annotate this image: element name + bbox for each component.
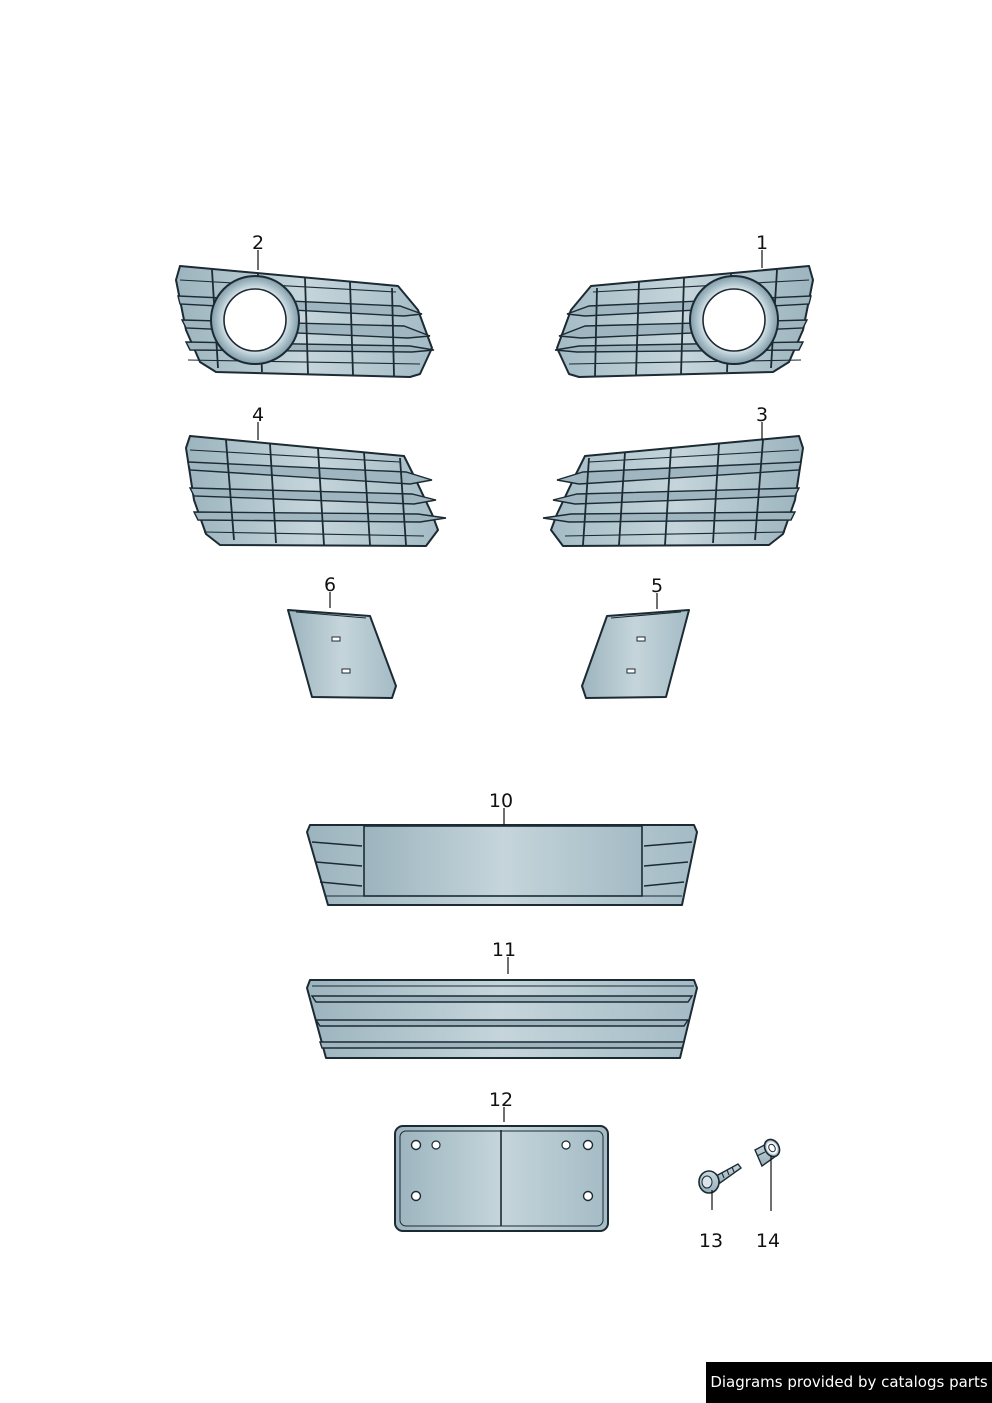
callout-4[interactable]: 4 (252, 404, 264, 426)
credit-banner: Diagrams provided by catalogs parts (706, 1362, 992, 1403)
callout-12[interactable]: 12 (489, 1089, 513, 1111)
part-5-right-cover (581, 609, 690, 699)
callout-1[interactable]: 1 (756, 232, 768, 254)
part-14-expanding-nut (754, 1138, 781, 1168)
callout-6[interactable]: 6 (324, 574, 336, 596)
part-11-lower-grille (306, 979, 698, 1059)
callout-2[interactable]: 2 (252, 232, 264, 254)
callout-11[interactable]: 11 (492, 939, 516, 961)
part-12-license-plate-bracket (394, 1125, 609, 1232)
part-13-screw (698, 1163, 742, 1194)
part-10-center-grille (306, 824, 698, 906)
callout-13[interactable]: 13 (699, 1230, 723, 1252)
part-4-left-grille (185, 435, 447, 547)
part-6-left-cover (287, 609, 397, 699)
callout-labels: 2 1 4 3 6 5 10 11 12 13 14 (252, 232, 780, 1252)
part-2-left-fog-grille (175, 265, 435, 378)
callout-10[interactable]: 10 (489, 790, 513, 812)
callout-3[interactable]: 3 (756, 404, 768, 426)
leader-lines (257, 250, 772, 1211)
callout-14[interactable]: 14 (756, 1230, 780, 1252)
part-1-right-fog-grille (554, 265, 814, 378)
part-3-right-grille (542, 435, 804, 547)
callout-5[interactable]: 5 (651, 575, 663, 597)
